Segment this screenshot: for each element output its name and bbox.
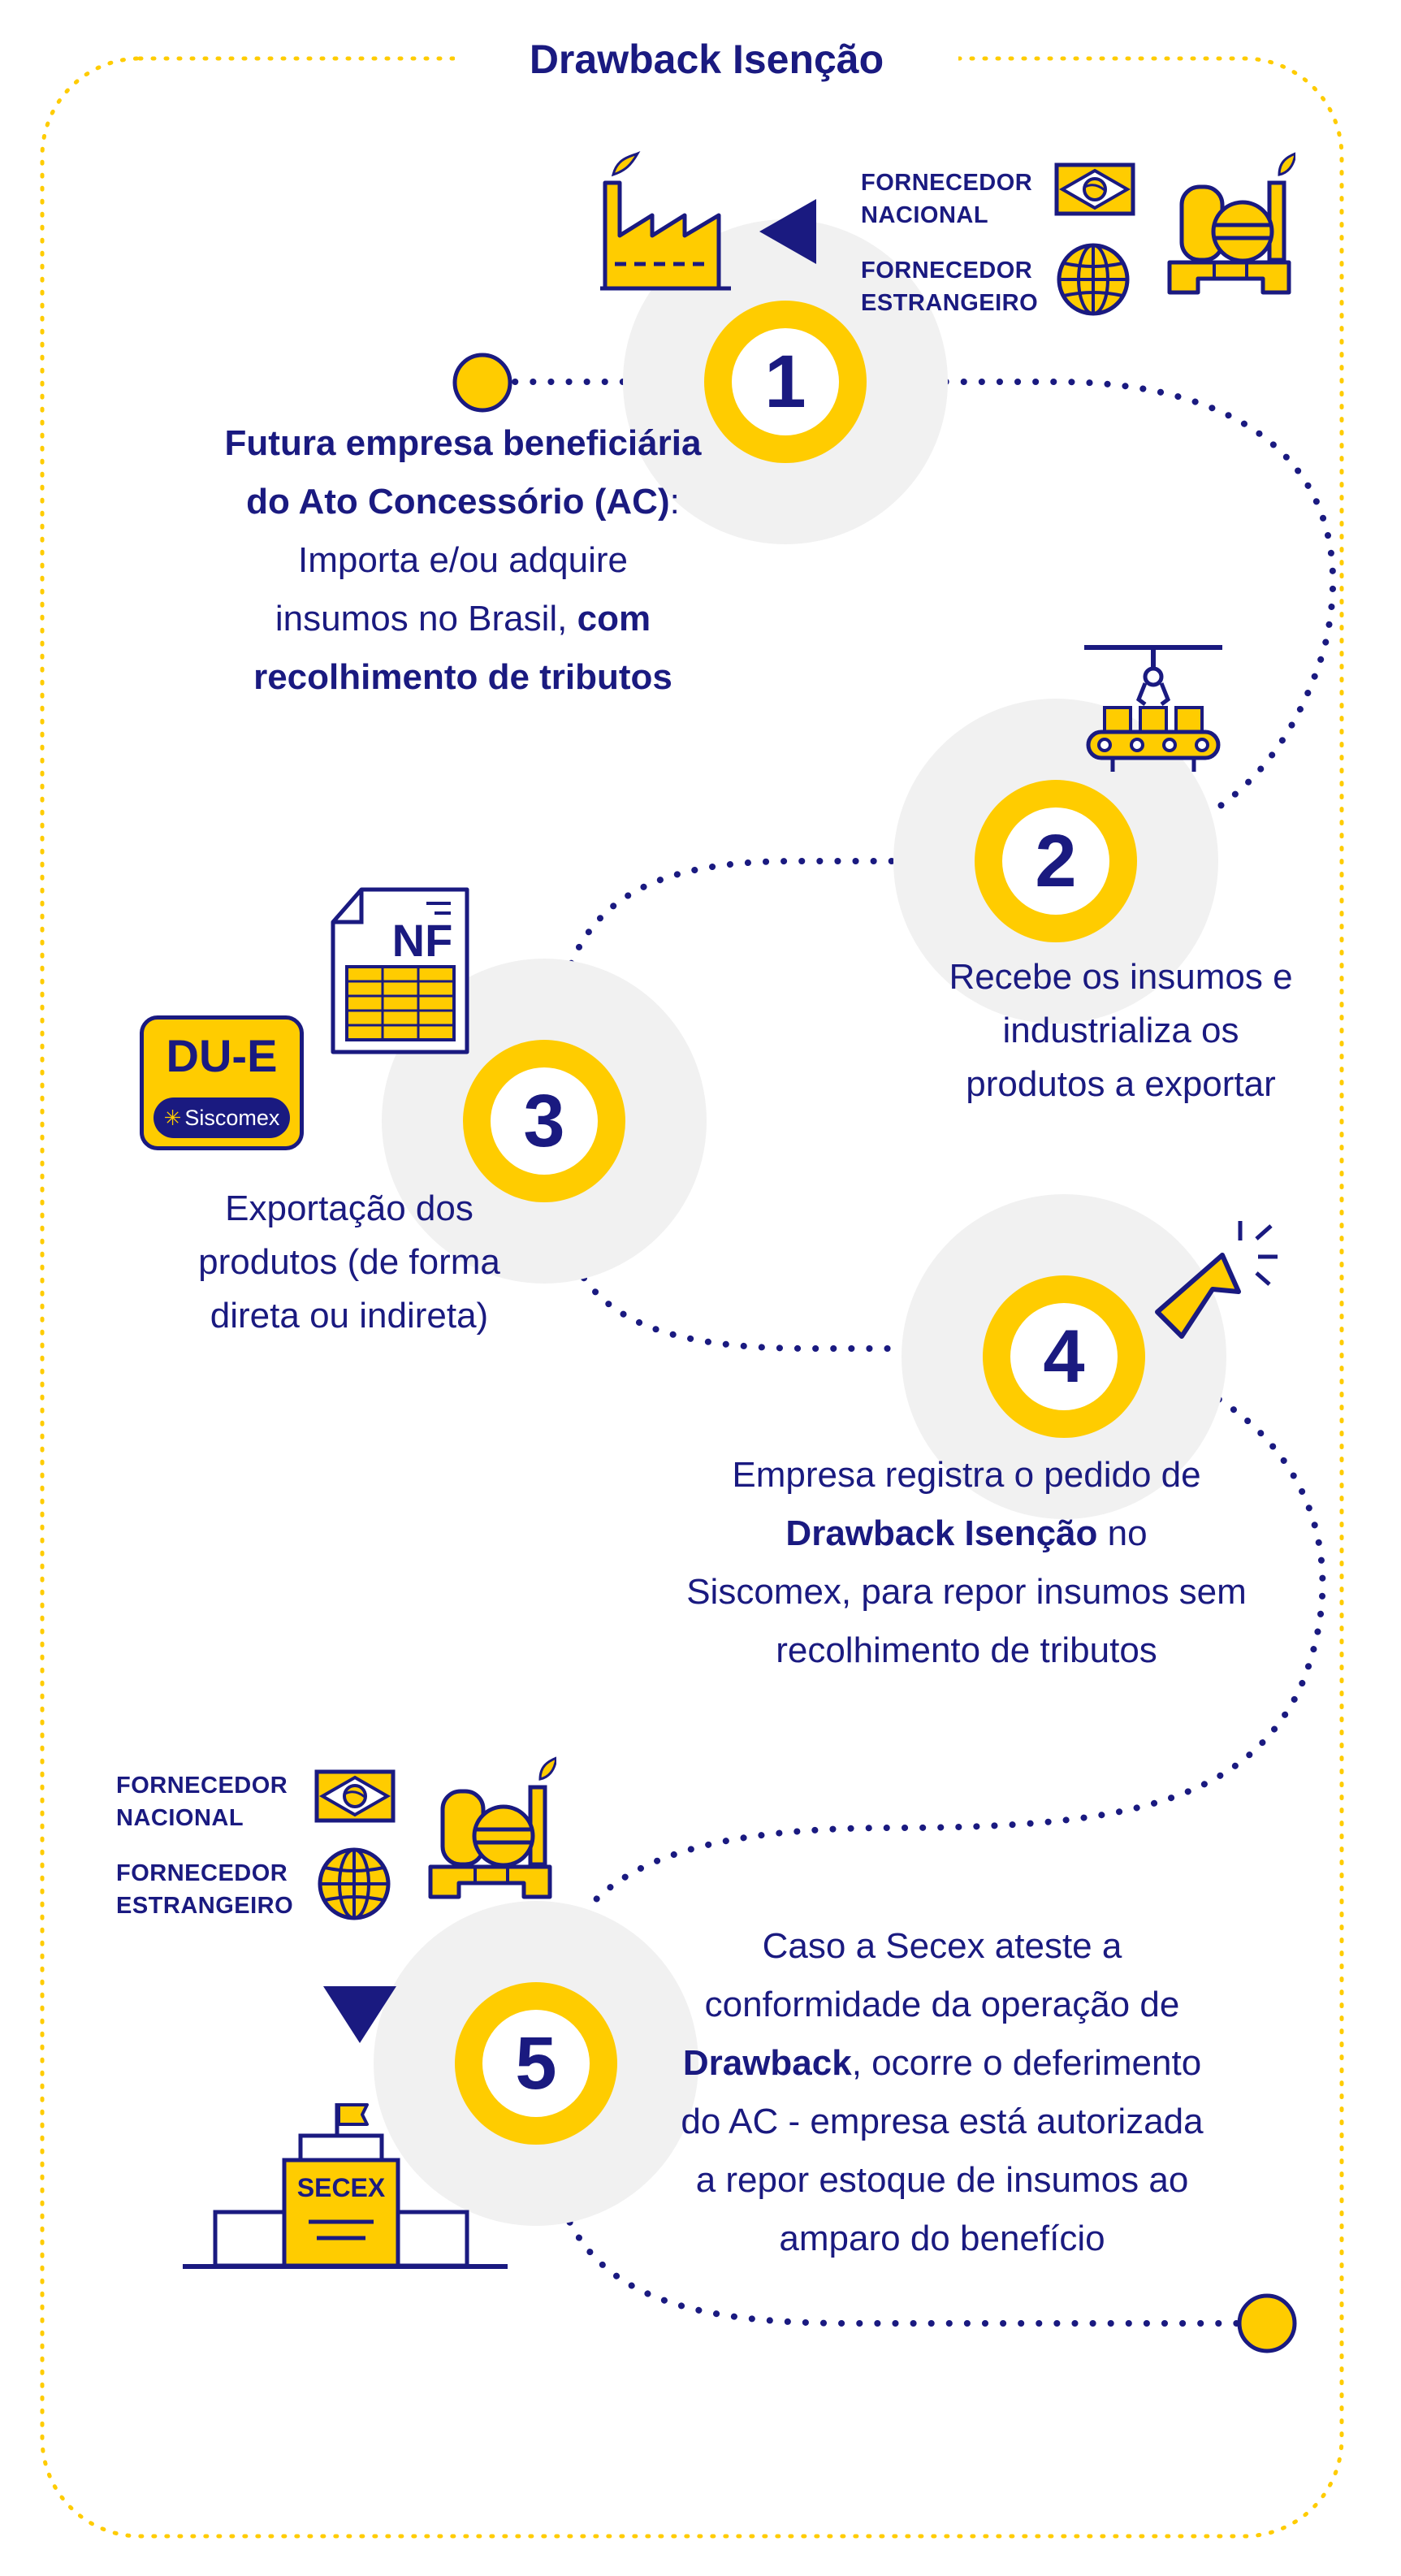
step-2-text: Recebe os insumos e industrializa os produ… bbox=[877, 950, 1364, 1111]
step-4-line: Siscomex, para repor insumos sem bbox=[617, 1563, 1316, 1621]
star-icon: ✳ bbox=[163, 1105, 182, 1130]
text-run: Caso a Secex ateste a bbox=[762, 1926, 1122, 1966]
triangle-arrow-left-icon bbox=[759, 199, 816, 264]
text-run: conformidade da operação de bbox=[704, 1985, 1180, 2024]
step-4-number: 4 bbox=[1010, 1303, 1118, 1410]
step-5-number: 5 bbox=[482, 2010, 590, 2117]
step-4-line: Drawback Isenção no bbox=[617, 1504, 1316, 1563]
text-run: no bbox=[1097, 1513, 1148, 1553]
siscomex-label: Siscomex bbox=[184, 1105, 280, 1130]
step-5-line: do AC - empresa está autorizada bbox=[585, 2093, 1299, 2151]
step-5-line: a repor estoque de insumos ao bbox=[585, 2151, 1299, 2210]
secex-building-icon: SECEX bbox=[179, 2100, 512, 2275]
due-siscomex-badge-icon: DU-E ✳ Siscomex bbox=[140, 1015, 304, 1150]
text-run: insumos no Brasil, bbox=[275, 599, 577, 639]
text-run: Exportação dos bbox=[225, 1188, 473, 1228]
step-5-line: Caso a Secex ateste a bbox=[585, 1917, 1299, 1976]
step-2-line: industrializa os bbox=[877, 1004, 1364, 1058]
text-run: Recebe os insumos e bbox=[949, 957, 1293, 997]
step-5-line: amparo do benefício bbox=[585, 2210, 1299, 2268]
step-1-badge: 1 bbox=[704, 301, 867, 463]
text-run: , ocorre o deferimento bbox=[851, 2043, 1202, 2083]
text-run: produtos a exportar bbox=[966, 1064, 1276, 1104]
text-run: direta ou indireta) bbox=[210, 1296, 489, 1336]
step-5-line: conformidade da operação de bbox=[585, 1976, 1299, 2034]
supplier-foreign-label-top: FORNECEDOR ESTRANGEIRO bbox=[861, 258, 1039, 316]
step-3-line: direta ou indireta) bbox=[122, 1289, 577, 1343]
text-run: amparo do benefício bbox=[779, 2219, 1105, 2258]
step-3-line: produtos (de forma bbox=[122, 1236, 577, 1289]
supplier-national-label-top: FORNECEDOR NACIONAL bbox=[861, 170, 1033, 228]
supplier-national-label-bottom: FORNECEDOR NACIONAL bbox=[116, 1773, 288, 1831]
step-2-line: produtos a exportar bbox=[877, 1058, 1364, 1111]
path-end-dot bbox=[1237, 2293, 1297, 2353]
step-5-line: Drawback, ocorre o deferimento bbox=[585, 2034, 1299, 2093]
page-title: Drawback Isenção bbox=[455, 31, 958, 88]
brazil-flag-icon-bottom bbox=[314, 1769, 396, 1823]
text-run: recolhimento de tributos bbox=[776, 1630, 1157, 1670]
step-1-line: do Ato Concessório (AC): bbox=[146, 473, 780, 531]
nf-document-icon: NF bbox=[329, 885, 471, 1056]
step-2-number: 2 bbox=[1002, 807, 1109, 915]
triangle-arrow-down-icon bbox=[323, 1986, 396, 2043]
text-run: Siscomex, para repor insumos sem bbox=[686, 1572, 1247, 1612]
bold-run: com bbox=[577, 599, 651, 639]
step-4-badge: 4 bbox=[983, 1275, 1145, 1438]
step-4-line: Empresa registra o pedido de bbox=[617, 1446, 1316, 1504]
text-run: Importa e/ou adquire bbox=[297, 540, 629, 580]
text-run: do AC - empresa está autorizada bbox=[681, 2102, 1204, 2141]
text-run: Empresa registra o pedido de bbox=[732, 1455, 1201, 1495]
step-1-line: recolhimento de tributos bbox=[146, 648, 780, 707]
step-3-badge: 3 bbox=[463, 1040, 625, 1202]
step-1-line: Futura empresa beneficiária bbox=[146, 414, 780, 473]
siscomex-pill: ✳ Siscomex bbox=[154, 1098, 290, 1138]
step-3-text: Exportação dos produtos (de forma direta o… bbox=[122, 1182, 577, 1343]
text-run: produtos (de forma bbox=[198, 1242, 500, 1282]
step-1-line: insumos no Brasil, com bbox=[146, 590, 780, 648]
text-run: : bbox=[669, 482, 680, 522]
step-3-number: 3 bbox=[491, 1067, 598, 1175]
supplier-foreign-label-bottom: FORNECEDOR ESTRANGEIRO bbox=[116, 1860, 294, 1919]
nf-label: NF bbox=[391, 915, 453, 966]
text-run: a repor estoque de insumos ao bbox=[695, 2160, 1189, 2200]
step-4-line: recolhimento de tributos bbox=[617, 1621, 1316, 1680]
bold-run: do Ato Concessório (AC) bbox=[246, 482, 670, 522]
step-5-text: Caso a Secex ateste a conformidade da ope… bbox=[585, 1917, 1299, 2268]
bold-run: Futura empresa beneficiária bbox=[224, 423, 702, 463]
path-start-dot bbox=[452, 353, 512, 413]
step-1-text: Futura empresa beneficiária do Ato Conces… bbox=[146, 414, 780, 707]
step-1-line: Importa e/ou adquire bbox=[146, 531, 780, 590]
step-5-badge: 5 bbox=[455, 1982, 617, 2145]
refinery-icon bbox=[1167, 152, 1295, 295]
step-4-text: Empresa registra o pedido de Drawback Ise… bbox=[617, 1446, 1316, 1680]
globe-icon-bottom bbox=[318, 1847, 391, 1920]
bold-run: recolhimento de tributos bbox=[253, 657, 672, 697]
brazil-flag-icon bbox=[1054, 162, 1135, 216]
step-3-line: Exportação dos bbox=[122, 1182, 577, 1236]
text-run: industrializa os bbox=[1002, 1011, 1239, 1050]
due-label: DU-E bbox=[166, 1030, 278, 1081]
cursor-click-icon bbox=[1155, 1221, 1278, 1339]
refinery-icon-bottom bbox=[428, 1756, 556, 1899]
step-2-badge: 2 bbox=[975, 780, 1137, 942]
globe-icon bbox=[1057, 243, 1130, 316]
step-2-line: Recebe os insumos e bbox=[877, 950, 1364, 1004]
bold-run: Drawback bbox=[682, 2043, 852, 2083]
secex-label: SECEX bbox=[296, 2173, 386, 2202]
conveyor-robot-icon bbox=[1084, 645, 1222, 772]
step-1-number: 1 bbox=[732, 328, 839, 435]
factory-icon bbox=[600, 151, 731, 291]
bold-run: Drawback Isenção bbox=[785, 1513, 1098, 1553]
